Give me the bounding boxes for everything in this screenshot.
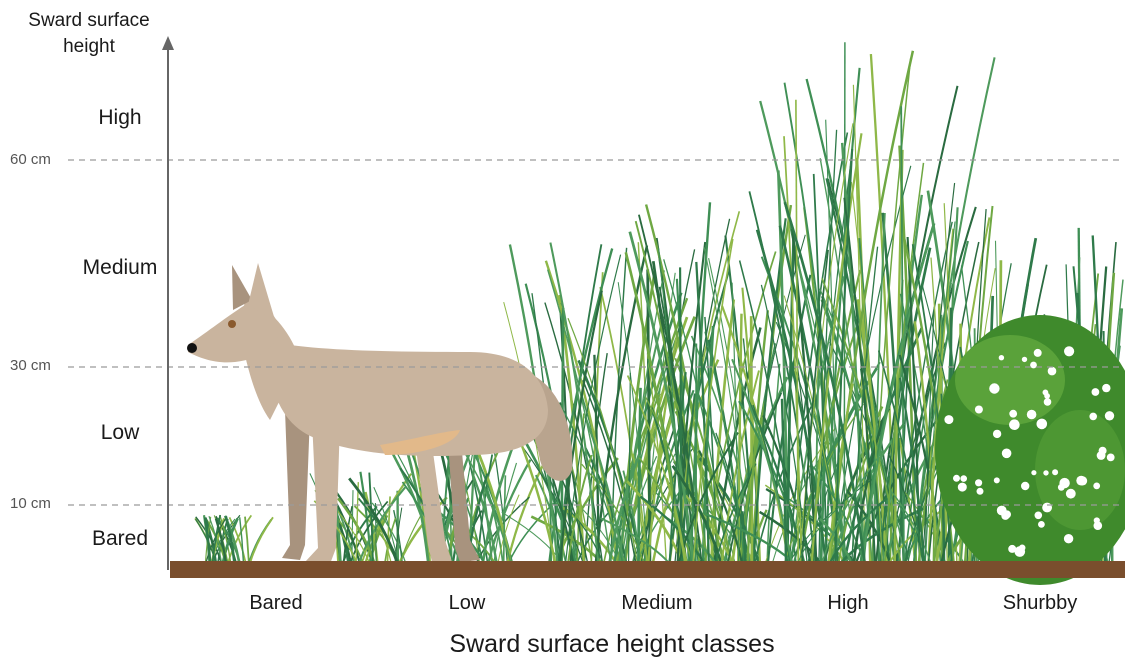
flower-icon [1102, 384, 1110, 392]
flower-icon [960, 475, 967, 482]
flower-icon [1042, 503, 1052, 513]
flower-icon [1022, 357, 1027, 362]
flower-icon [1066, 489, 1076, 499]
fox-nose [187, 343, 197, 353]
class-label-bared: Bared [249, 592, 302, 615]
class-label-shrubby: Shurbby [1003, 592, 1078, 615]
class-label-medium: Medium [621, 592, 692, 615]
fox-eye [228, 320, 236, 328]
flower-icon [1052, 469, 1058, 475]
x-axis-title: Sward surface height classes [449, 630, 774, 659]
y-axis-title-line1: Sward surface [14, 8, 164, 34]
flower-icon [1038, 521, 1045, 528]
flower-icon [1089, 413, 1097, 421]
flower-icon [1093, 483, 1100, 490]
flower-icon [975, 479, 982, 486]
flower-icon [1021, 482, 1029, 490]
flower-icon [953, 475, 960, 482]
flower-icon [1009, 419, 1020, 430]
flower-icon [1015, 546, 1026, 557]
flower-icon [975, 406, 983, 414]
flower-icon [1031, 470, 1036, 475]
y-axis-title: Sward surface height [14, 8, 164, 60]
threshold-label-30: 30 cm [10, 357, 51, 374]
flower-icon [994, 477, 1000, 483]
flower-icon [1009, 410, 1017, 418]
grass-blade [250, 517, 273, 562]
class-label-high: High [827, 592, 868, 615]
flower-icon [1107, 454, 1115, 462]
flower-icon [1092, 388, 1100, 396]
threshold-label-60: 60 cm [10, 151, 51, 168]
flower-icon [958, 483, 967, 492]
flower-icon [997, 506, 1007, 516]
zone-label-low: Low [62, 421, 178, 445]
flower-icon [1044, 398, 1052, 406]
flower-icon [1008, 545, 1016, 553]
zone-label-medium: Medium [62, 256, 178, 280]
flower-icon [944, 415, 953, 424]
threshold-label-10: 10 cm [10, 495, 51, 512]
flower-icon [1048, 367, 1057, 376]
flower-icon [977, 488, 984, 495]
flower-icon [1105, 411, 1114, 420]
flower-icon [1027, 410, 1037, 420]
zone-label-high: High [62, 106, 178, 130]
flower-icon [1058, 484, 1065, 491]
flower-icon [1043, 470, 1048, 475]
flower-icon [993, 430, 1001, 438]
flower-icon [1035, 512, 1043, 520]
flower-icon [999, 355, 1004, 360]
flower-icon [1064, 346, 1074, 356]
flower-icon [1044, 393, 1050, 399]
grass-blade [240, 517, 244, 562]
shrub-illustration [935, 315, 1125, 585]
flower-icon [1064, 534, 1073, 543]
y-axis-title-line2: height [14, 34, 164, 60]
grass-blade [751, 316, 752, 562]
flower-icon [1002, 449, 1012, 459]
flower-icon [989, 383, 999, 393]
flower-icon [1030, 362, 1037, 369]
flower-icon [1078, 476, 1087, 485]
soil-strip [170, 561, 1125, 578]
flower-icon [1097, 451, 1106, 460]
grass-blade [504, 475, 506, 562]
class-label-low: Low [449, 592, 486, 615]
flower-icon [1034, 349, 1042, 357]
zone-label-bared: Bared [62, 527, 178, 551]
flower-icon [1037, 419, 1048, 430]
flower-icon [1094, 521, 1103, 530]
